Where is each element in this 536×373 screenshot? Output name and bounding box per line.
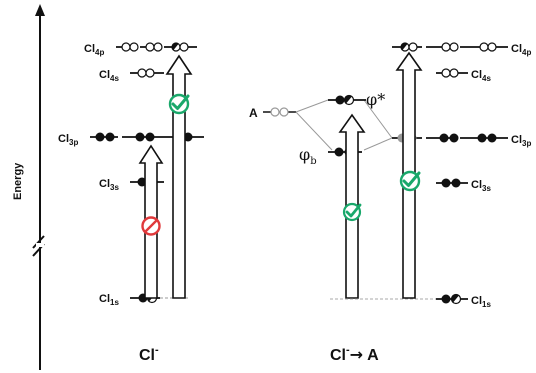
- antibonding-label: φ*: [366, 90, 385, 109]
- antibonding-orbital: [328, 94, 366, 106]
- transition-arrow-1s-phistar: [338, 113, 366, 299]
- level-cl4p-left: [116, 42, 200, 52]
- level-label-cl3p-right: Cl3p: [511, 134, 531, 148]
- prohibited-icon: [141, 216, 161, 236]
- left-diagram: Cl4p Cl4s Cl3p: [58, 42, 204, 364]
- level-label-cl3p: Cl3p: [58, 133, 78, 147]
- level-cl4s-right: [436, 68, 468, 78]
- level-label-cl4p: Cl4p: [84, 43, 104, 57]
- axis-label: Energy: [12, 162, 24, 200]
- level-cl4s-left: [130, 68, 164, 78]
- level-label-cl4s: Cl4s: [99, 69, 119, 83]
- level-label-cl4s-right: Cl4s: [471, 69, 491, 83]
- level-cl3s-right: [436, 178, 468, 188]
- level-label-cl3s-right: Cl3s: [471, 179, 491, 193]
- energy-axis: Energy: [12, 4, 45, 370]
- check-icon: [399, 170, 421, 192]
- transition-arrow-1s-4p-right: [395, 51, 423, 299]
- level-cl3p-left: [90, 132, 204, 142]
- level-label-cl1s: Cl1s: [99, 293, 119, 307]
- level-cl1s-right: [330, 293, 468, 305]
- level-label-cl3s: Cl3s: [99, 178, 119, 192]
- transition-arrow-1s-4p: [165, 54, 193, 299]
- bonding-label: φb: [299, 145, 317, 167]
- acceptor-label: A: [249, 106, 258, 120]
- acceptor-orbital: [263, 107, 296, 117]
- level-label-cl4p-right: Cl4p: [511, 43, 531, 57]
- caption-right: Cl-→A: [330, 344, 379, 364]
- level-label-cl1s-right: Cl1s: [471, 295, 491, 309]
- transition-arrow-1s-3p: [138, 144, 164, 299]
- right-diagram: A φ* φb: [249, 42, 531, 364]
- axis-break-mark: [32, 235, 45, 249]
- correlation-lines: [295, 99, 393, 151]
- level-cl4p-right: [392, 42, 508, 52]
- check-icon: [168, 93, 190, 115]
- caption-left: Cl-: [139, 344, 159, 364]
- check-icon: [342, 202, 362, 222]
